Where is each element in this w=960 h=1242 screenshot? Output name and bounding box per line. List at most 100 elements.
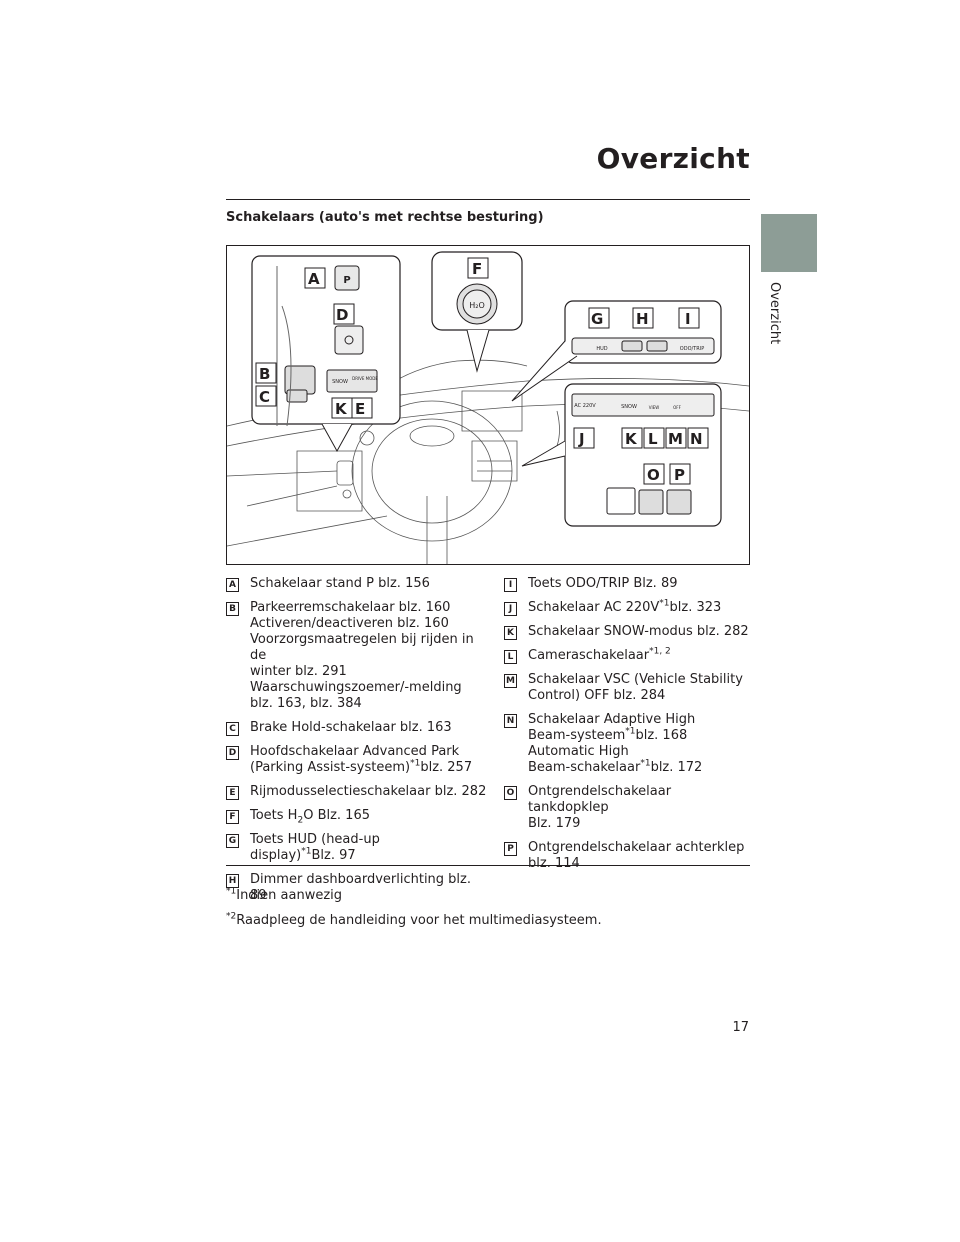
legend-text: Beam-schakelaar — [528, 760, 641, 775]
header-divider — [226, 199, 750, 200]
legend-text: blz. 168 — [635, 728, 688, 743]
footnote-ref: *1 — [659, 598, 670, 609]
legend-text: blz. 257 — [420, 760, 473, 775]
callout-k-left: K — [335, 400, 348, 418]
off-button-label: OFF — [673, 405, 681, 410]
legend-letter: O — [504, 786, 517, 800]
callout-j: J — [578, 430, 585, 448]
inset-h2o: H₂O — [431, 251, 523, 373]
callout-c: C — [259, 388, 270, 406]
legend-item-b: B Parkeerremschakelaar blz. 160 Activere… — [226, 600, 491, 712]
legend-text: Waarschuwingszoemer/-melding — [250, 680, 462, 695]
callout-h: H — [636, 310, 649, 328]
legend-right: I Toets ODO/TRIP Blz. 89 J Schakelaar AC… — [504, 576, 750, 880]
chapter-tab-label: Overzicht — [767, 282, 782, 345]
legend-text: Toets ODO/TRIP Blz. 89 — [528, 576, 678, 591]
legend-item-h: H Dimmer dashboardverlichting blz. 89 — [226, 872, 491, 904]
legend-divider — [226, 865, 750, 866]
section-heading: Schakelaars (auto's met rechtse besturin… — [226, 210, 544, 225]
callout-p: P — [674, 466, 685, 484]
footnote-text: Raadpleeg de handleiding voor het multim… — [236, 913, 602, 928]
inset-left-panel: P SNOW DRIVE MODE — [251, 255, 401, 453]
legend-item-o: O Ontgrendelschakelaar tankdopklep Blz. … — [504, 784, 750, 832]
callout-f: F — [472, 260, 482, 278]
legend-text: Toets HUD (head-up — [250, 832, 380, 847]
legend-text: Dimmer dashboardverlichting blz. 89 — [250, 872, 471, 903]
legend-text: Schakelaar AC 220V — [528, 600, 660, 615]
footnote-text: Indien aanwezig — [236, 888, 343, 903]
footnote-mark: *2 — [226, 911, 237, 922]
legend-text: Beam-systeem — [528, 728, 626, 743]
callout-markers: A B C D E F G H I J K K L M N O P — [255, 257, 709, 485]
legend-text: blz. 323 — [669, 600, 722, 615]
footnote-ref: *1 — [301, 846, 312, 857]
callout-d: D — [336, 306, 348, 324]
legend-item-i: I Toets ODO/TRIP Blz. 89 — [504, 576, 750, 592]
legend-item-m: M Schakelaar VSC (Vehicle Stability Cont… — [504, 672, 750, 704]
legend-letter: N — [504, 714, 517, 728]
callout-k-center: K — [625, 430, 638, 448]
snow2-button-label: SNOW — [621, 404, 637, 410]
footnote-mark: *1 — [226, 886, 237, 897]
legend-letter: A — [226, 578, 239, 592]
legend-item-k: K Schakelaar SNOW-modus blz. 282 — [504, 624, 750, 640]
callout-i: I — [685, 310, 691, 328]
legend-text: Blz. 97 — [311, 848, 356, 863]
footnote-ref: *1, 2 — [649, 646, 671, 657]
legend-left: A Schakelaar stand P blz. 156 B Parkeerr… — [226, 576, 491, 912]
legend-letter: F — [226, 810, 239, 824]
page-number: 17 — [732, 1020, 749, 1035]
legend-item-p: P Ontgrendelschakelaar achterklep blz. 1… — [504, 840, 750, 872]
legend-letter: P — [504, 842, 517, 856]
legend-text: blz. 114 — [528, 856, 580, 871]
legend-item-e: E Rijmodusselectieschakelaar blz. 282 — [226, 784, 491, 800]
legend-letter: H — [226, 874, 239, 888]
legend-text: Schakelaar Adaptive High — [528, 712, 696, 727]
page-title: Overzicht — [596, 142, 750, 175]
chapter-tab — [761, 214, 817, 272]
view-button-label: VIEW — [649, 405, 659, 410]
legend-letter: J — [504, 602, 517, 616]
subscript: 2 — [297, 815, 304, 826]
switch-illustration: P SNOW DRIVE MODE H₂O HUD ODO/TRI — [226, 245, 750, 565]
legend-text: Schakelaar stand P blz. 156 — [250, 576, 430, 591]
legend-text: Schakelaar SNOW-modus blz. 282 — [528, 624, 749, 639]
legend-text: Toets H — [250, 808, 298, 823]
legend-letter: I — [504, 578, 517, 592]
legend-text: O Blz. 165 — [303, 808, 370, 823]
legend-text: blz. 172 — [650, 760, 703, 775]
legend-letter: L — [504, 650, 517, 664]
legend-letter: D — [226, 746, 239, 760]
legend-text: Control) OFF blz. 284 — [528, 688, 666, 703]
callout-l: L — [648, 430, 658, 448]
legend-item-c: C Brake Hold-schakelaar blz. 163 — [226, 720, 491, 736]
footnote-1: *1Indien aanwezig — [226, 886, 343, 903]
footnote-ref: *1 — [625, 726, 636, 737]
legend-item-j: J Schakelaar AC 220V*1blz. 323 — [504, 598, 750, 616]
legend-text: Blz. 179 — [528, 816, 581, 831]
legend-text: Ontgrendelschakelaar achterklep — [528, 840, 745, 855]
legend-item-n: N Schakelaar Adaptive High Beam-systeem*… — [504, 712, 750, 776]
legend-text: Cameraschakelaar — [528, 648, 650, 663]
ac-button-label: AC 220V — [574, 403, 596, 409]
callout-e: E — [355, 400, 365, 418]
legend-letter: G — [226, 834, 239, 848]
legend-text: Schakelaar VSC (Vehicle Stability — [528, 672, 743, 687]
legend-text: winter blz. 291 — [250, 664, 347, 679]
legend-text: Voorzorgsmaatregelen bij rijden in de — [250, 632, 474, 663]
hud-button-label: HUD — [596, 346, 607, 352]
legend-item-g: G Toets HUD (head-up display)*1Blz. 97 — [226, 832, 491, 864]
footnote-ref: *1 — [410, 758, 421, 769]
callout-m: M — [668, 430, 683, 448]
legend-item-l: L Cameraschakelaar*1, 2 — [504, 646, 750, 664]
legend-item-d: D Hoofdschakelaar Advanced Park (Parking… — [226, 744, 491, 776]
legend-text: (Parking Assist-systeem) — [250, 760, 411, 775]
legend-item-a: A Schakelaar stand P blz. 156 — [226, 576, 491, 592]
legend-letter: E — [226, 786, 239, 800]
legend-text: Brake Hold-schakelaar blz. 163 — [250, 720, 452, 735]
legend-letter: M — [504, 674, 517, 688]
odo-trip-button-label: ODO/TRIP — [680, 346, 704, 352]
p-button-label: P — [343, 275, 350, 286]
legend-text: Automatic High — [528, 744, 629, 759]
callout-b: B — [259, 365, 270, 383]
